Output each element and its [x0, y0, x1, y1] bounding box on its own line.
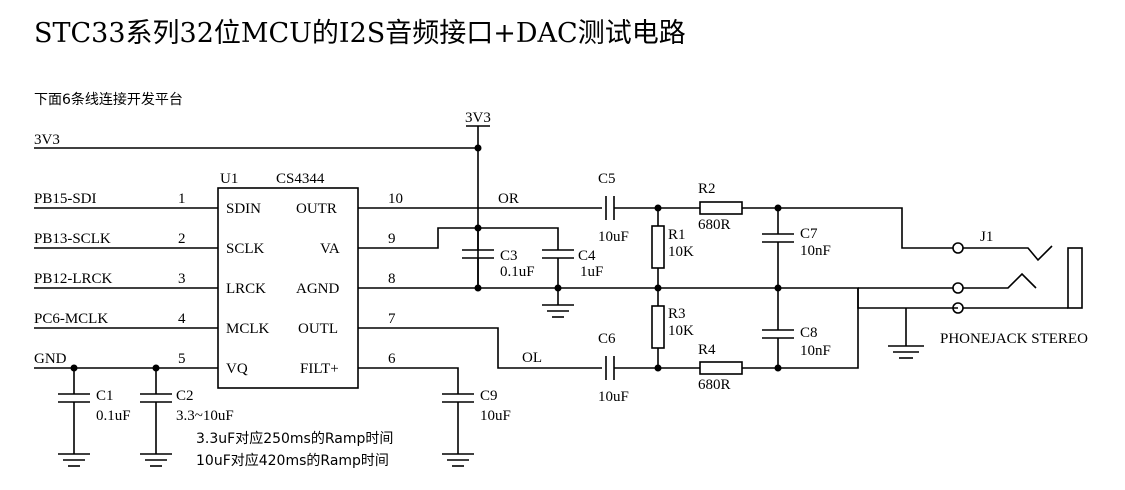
- junction-3v3: [474, 144, 482, 152]
- c9-ref: C9: [480, 388, 498, 404]
- c7-value: 10nF: [800, 243, 831, 259]
- pin1-name: SDIN: [226, 201, 261, 217]
- pin2-name: SCLK: [226, 241, 265, 257]
- c1-value: 0.1uF: [96, 408, 131, 424]
- ic-u1-part: CS4344: [276, 171, 325, 187]
- ground-icon: [542, 304, 574, 318]
- pin10-number: 10: [388, 191, 403, 207]
- c1-ref: C1: [96, 388, 114, 404]
- net-ol-wire: [358, 327, 602, 369]
- jack-body: [1067, 247, 1083, 309]
- ground-icon: [58, 453, 90, 467]
- r2-value: 680R: [698, 217, 731, 233]
- pin8-name: AGND: [296, 281, 339, 297]
- pin9-name: VA: [320, 241, 340, 257]
- pin4-number: 4: [178, 311, 186, 327]
- c6-value: 10uF: [598, 389, 629, 405]
- c2-value: 3.3~10uF: [176, 408, 234, 424]
- r1-ref: R1: [668, 227, 686, 243]
- pin6-name: FILT+: [300, 361, 339, 377]
- junction-c2: [152, 364, 160, 372]
- power-3v3-label: 3V3: [465, 110, 491, 126]
- junction-agnd-c3: [474, 284, 482, 292]
- net-right-out-wire: [778, 207, 953, 249]
- c2-ref: C2: [176, 388, 194, 404]
- rail-3v3-label: 3V3: [34, 132, 60, 148]
- ground-icon: [442, 453, 474, 467]
- ground-icon: [140, 453, 172, 467]
- pin3-number: 3: [178, 271, 186, 287]
- net-gnd: GND: [34, 351, 67, 367]
- ic-u1-body: [217, 187, 359, 389]
- c5-ref: C5: [598, 171, 616, 187]
- pin5-number: 5: [178, 351, 186, 367]
- ground-icon: [888, 345, 924, 359]
- pin5-name: VQ: [226, 361, 248, 377]
- r3-ref: R3: [668, 306, 686, 322]
- r3-body: [651, 305, 665, 349]
- net-pb12-lrck: PB12-LRCK: [34, 271, 113, 287]
- net-ol-label: OL: [522, 350, 542, 366]
- ramp-note-1: 3.3uF对应250ms的Ramp时间: [196, 430, 393, 447]
- net-left-out-wire: [778, 288, 859, 369]
- jack-pin-right: [952, 242, 964, 254]
- pin9-number: 9: [388, 231, 396, 247]
- junction-agnd-c4: [554, 284, 562, 292]
- r2-body: [699, 201, 743, 215]
- jack-contact-left: [963, 272, 1037, 289]
- pin3-name: LRCK: [226, 281, 266, 297]
- c9-value: 10uF: [480, 408, 511, 424]
- net-filt-wire: [358, 367, 459, 394]
- pin6-number: 6: [388, 351, 396, 367]
- jack-ref: J1: [980, 229, 993, 245]
- r4-ref: R4: [698, 342, 716, 358]
- ramp-note-2: 10uF对应420ms的Ramp时间: [196, 452, 389, 469]
- platform-note: 下面6条线连接开发平台: [34, 91, 183, 108]
- c4-ref: C4: [578, 248, 596, 264]
- jack-name: PHONEJACK STEREO: [940, 331, 1088, 347]
- c8-ref: C8: [800, 325, 818, 341]
- c4-value: 1uF: [580, 264, 603, 280]
- c7-ref: C7: [800, 226, 818, 242]
- r3-value: 10K: [668, 323, 694, 339]
- c5-value: 10uF: [598, 229, 629, 245]
- jack-contact-right: [963, 245, 1053, 262]
- c6-ref: C6: [598, 331, 616, 347]
- diagram-title: STC33系列32位MCU的I2S音频接口+DAC测试电路: [34, 18, 686, 49]
- r4-value: 680R: [698, 377, 731, 393]
- r1-body: [651, 225, 665, 269]
- r4-body: [699, 361, 743, 375]
- pin7-name: OUTL: [298, 321, 338, 337]
- r2-ref: R2: [698, 181, 716, 197]
- r1-value: 10K: [668, 244, 694, 260]
- pin10-name: OUTR: [296, 201, 337, 217]
- c3-value: 0.1uF: [500, 264, 535, 280]
- ic-u1-ref: U1: [220, 171, 238, 187]
- net-va-wire: [358, 227, 559, 250]
- jack-pin-left: [952, 282, 964, 294]
- pin7-number: 7: [388, 311, 396, 327]
- net-or-label: OR: [498, 191, 519, 207]
- junction-c1: [70, 364, 78, 372]
- net-pc6-mclk: PC6-MCLK: [34, 311, 108, 327]
- net-pb13-sclk: PB13-SCLK: [34, 231, 111, 247]
- c8-value: 10nF: [800, 343, 831, 359]
- pin4-name: MCLK: [226, 321, 270, 337]
- pin2-number: 2: [178, 231, 186, 247]
- pin8-number: 8: [388, 271, 396, 287]
- c3-ref: C3: [500, 248, 518, 264]
- pin1-number: 1: [178, 191, 186, 207]
- net-pb15-sdi: PB15-SDI: [34, 191, 97, 207]
